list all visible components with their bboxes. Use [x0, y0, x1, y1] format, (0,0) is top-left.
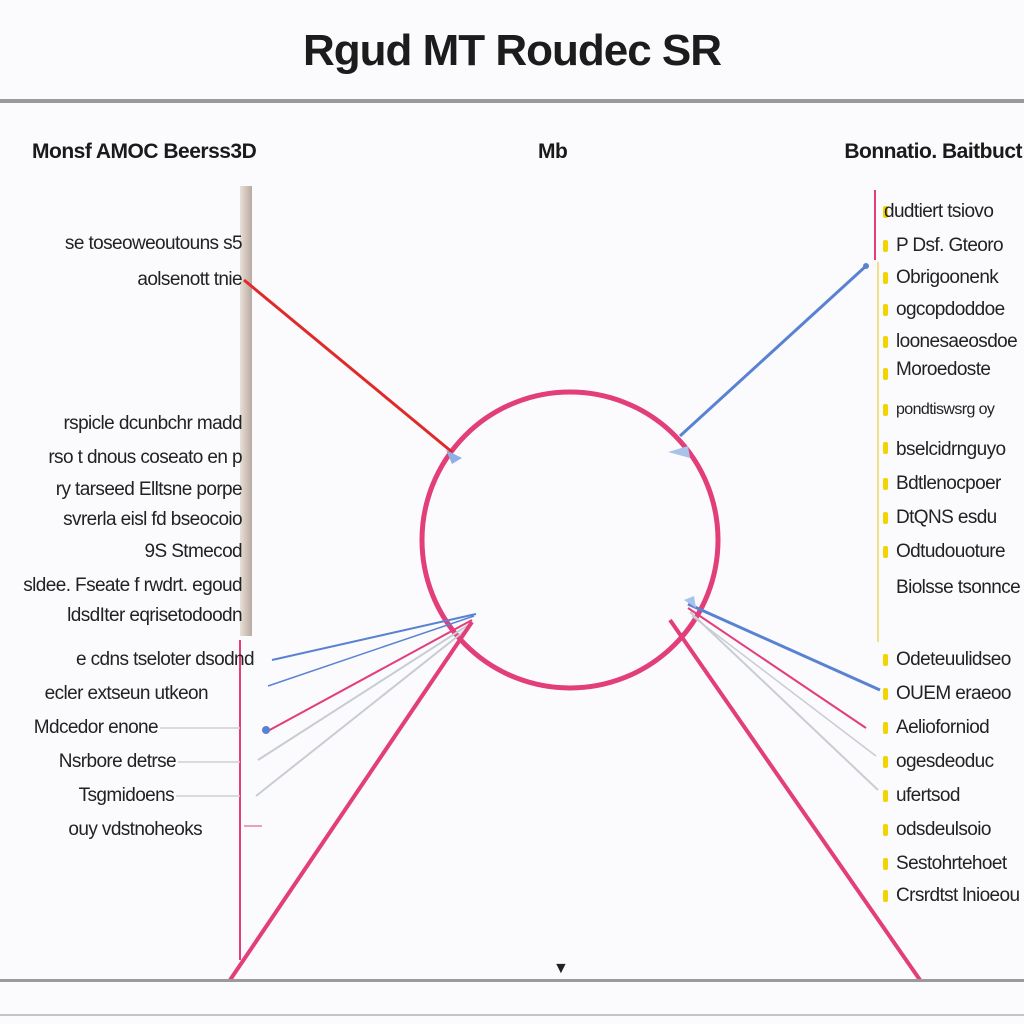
right-label-14: OUEM eraeoo: [896, 683, 1011, 704]
right-label-20: Crsrdtst lnioeou: [896, 885, 1020, 906]
right-label-12: Biolsse tsonnce: [896, 577, 1021, 598]
right-label-15: Aelioforniod: [896, 717, 990, 738]
right-bullet-6: [883, 368, 888, 380]
right-bullet-14: [883, 688, 888, 700]
left-label-5: ry tarseed Elltsne porpe: [55, 479, 243, 500]
right-label-5: loonesaeosdoe: [896, 331, 1018, 352]
right-bullet-11: [883, 546, 888, 558]
right-label-19: Sestohrtehoet: [896, 853, 1007, 874]
right-bullet-15: [883, 722, 888, 734]
left-label-12: Mdcedor enone: [33, 717, 159, 738]
right-bullet-20: [883, 890, 888, 902]
left-column-heading: Monsf AMOC Beerss3D: [32, 140, 257, 163]
center-column-heading: Mb: [538, 140, 568, 163]
right-bullet-9: [883, 478, 888, 490]
connector-arrowhead-left: [446, 450, 462, 464]
right-bullet-8: [883, 442, 888, 454]
right-column-heading: Bonnatio. Baitbuct: [844, 140, 1022, 163]
right-bullet-19: [883, 858, 888, 870]
bottom-divider-secondary: [0, 1014, 1024, 1016]
right-bullet-2: [883, 240, 888, 252]
right-bullet-7: [883, 404, 888, 416]
right-label-10: DtQNS esdu: [896, 507, 997, 528]
fan-right-pink: [687, 607, 867, 729]
fan-left-gray-2: [255, 627, 469, 797]
right-bullet-5: [883, 336, 888, 348]
right-pink-rule: [874, 190, 876, 260]
left-label-2: aolsenott tnie: [137, 269, 242, 290]
right-bullet-18: [883, 824, 888, 836]
right-label-11: Odtudouoture: [896, 541, 1006, 562]
fan-left-pink: [265, 619, 473, 733]
right-label-1: dudtiert tsiovo: [884, 201, 994, 222]
left-label-13: Nsrbore detrse: [58, 751, 177, 772]
left-vertical-bar: [240, 186, 252, 636]
left-label-7: 9S Stmecod: [144, 541, 243, 562]
right-bullet-17: [883, 790, 888, 802]
down-arrow-icon: ▼: [553, 960, 569, 977]
left-label-8: sldee. Fseate f rwdrt. egoud: [23, 575, 242, 596]
pink-diagonal-right: [668, 618, 922, 982]
right-label-16: ogesdeoduc: [896, 751, 994, 772]
right-bullet-10: [883, 512, 888, 524]
right-bullet-1: [883, 206, 888, 218]
fan-left-blue-2: [267, 615, 475, 687]
left-label-4: rso t dnous coseato en p: [48, 447, 242, 468]
blue-connector-upper-right: [678, 264, 868, 438]
right-label-9: Bdtlenocpoer: [896, 473, 1001, 494]
right-label-2: P Dsf. Gteoro: [896, 235, 1004, 256]
right-label-8: bselcidrnguyo: [896, 439, 1006, 460]
blue-connector-endpoint: [863, 263, 869, 269]
fan-left-blue-1: [271, 613, 477, 661]
center-circle: [419, 389, 721, 691]
right-label-17: ufertsod: [896, 785, 960, 806]
right-label-18: odsdeulsoio: [896, 819, 991, 840]
left-pink-rule: [239, 640, 241, 960]
fan-left-gray-1: [257, 623, 471, 761]
right-bullet-16: [883, 756, 888, 768]
left-label-9: ldsdIter eqrisetodoodn: [67, 605, 242, 626]
right-yellow-rule: [877, 262, 879, 642]
right-label-7: pondtiswsrg oy: [896, 401, 995, 418]
fan-right-blue: [687, 602, 881, 692]
right-label-4: ogcopdoddoe: [896, 299, 1005, 320]
left-label-15: ouy vdstnoheoks: [68, 819, 202, 840]
right-label-3: Obrigoonenk: [896, 267, 999, 288]
pink-diagonal-left: [228, 620, 474, 982]
connector-arrowhead-right: [668, 446, 690, 458]
red-connector-upper-left: [243, 278, 453, 454]
left-label-14: Tsgmidoens: [78, 785, 175, 806]
bottom-divider: [0, 979, 1024, 982]
page-title: Rgud MT Roudec SR: [302, 26, 722, 75]
right-bullet-13: [883, 654, 888, 666]
left-label-11: ecler extseun utkeon: [44, 683, 209, 704]
right-bullet-4: [883, 304, 888, 316]
fan-right-gray-2: [691, 615, 877, 757]
left-label-1: se toseoweoutouns s5: [64, 233, 243, 254]
left-label-10: e cdns tseloter dsodnd: [76, 649, 255, 670]
right-label-6: Moroedoste: [896, 359, 991, 380]
top-divider: [0, 99, 1024, 103]
left-label-6: svrerla eisl fd bseocoio: [63, 509, 242, 530]
fan-right-gray-1: [689, 611, 879, 791]
right-bullet-3: [883, 272, 888, 284]
fan-right-arrowhead: [684, 596, 696, 608]
fan-left-node: [262, 726, 270, 734]
right-label-13: Odeteuulidseo: [896, 649, 1011, 670]
left-label-3: rspicle dcunbchr madd: [63, 413, 242, 434]
